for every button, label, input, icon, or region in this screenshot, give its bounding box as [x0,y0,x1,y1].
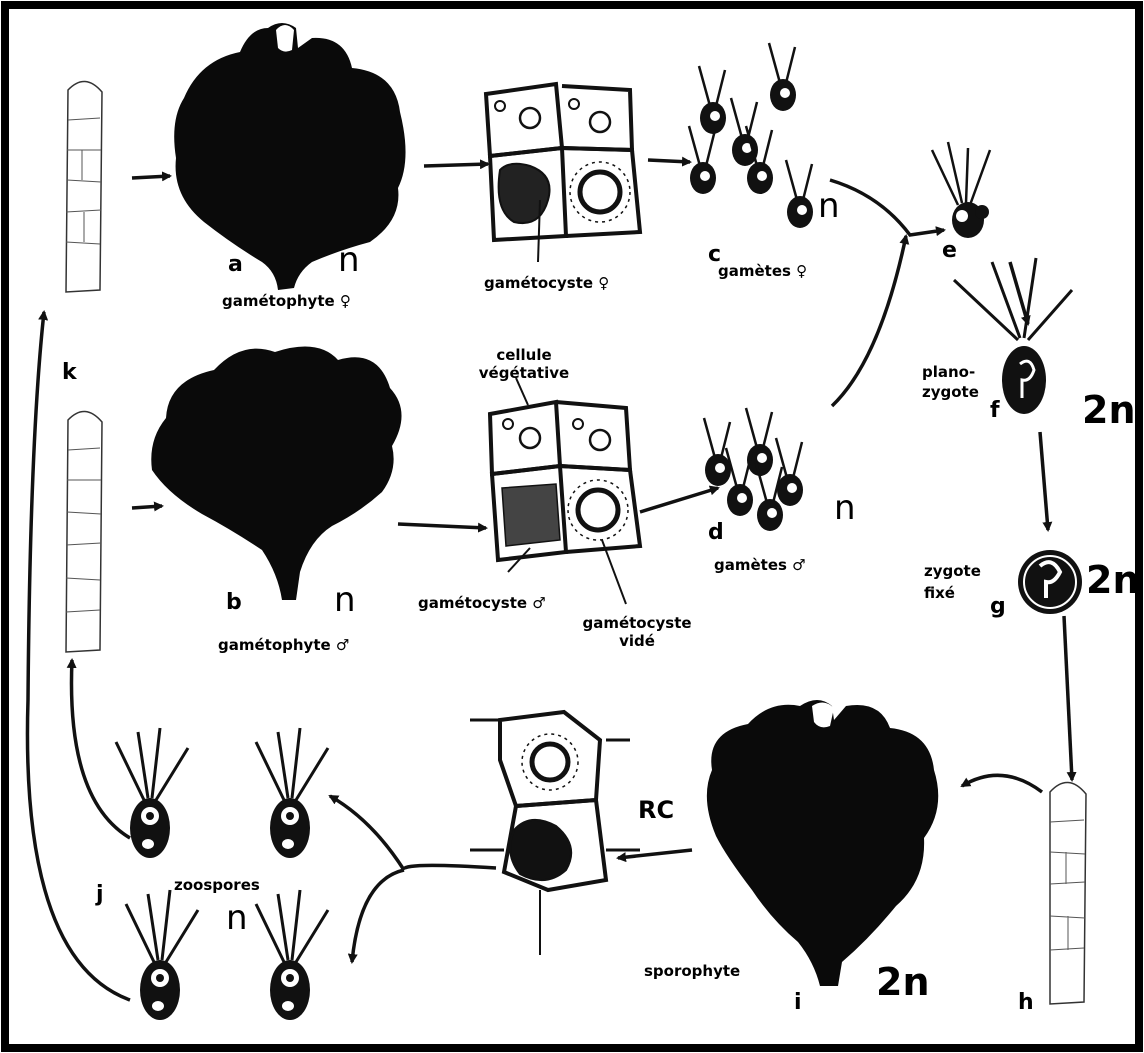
ploidy-gametophyte-male: n [334,580,356,620]
gametophyte-male-b [151,347,401,600]
caption-gametes-male: gamètes ♂ [714,556,806,574]
label-e: e [942,238,957,263]
caption-gametophyte-female: gamétophyte ♀ [222,292,351,310]
caption-vegetative-cell: cellule végétative [474,346,574,382]
sporophyte-i [707,700,938,986]
filament-k-middle [66,411,102,652]
caption-zygote-fixed-line1: zygote [924,560,981,582]
fixed-zygote-g [1018,550,1082,614]
gamete-fusion-e [932,142,990,238]
caption-planozygote-line2: zygote [922,382,979,402]
ploidy-gametes-female: n [818,186,840,226]
ploidy-gametophyte-female: n [338,240,360,280]
caption-planozygote: plano- zygote [922,362,979,402]
label-j: j [96,882,104,907]
caption-planozygote-line1: plano- [922,362,979,382]
caption-gametocyst-male: gamétocyste ♂ [418,594,546,612]
caption-gametocyst-emptied-line2: vidé [572,632,702,650]
male-gametes-d [704,408,803,531]
sporocyst-cluster [470,712,640,955]
gametophyte-female-notch [276,25,294,52]
caption-sporophyte: sporophyte [644,962,740,980]
gametocyst-cluster-female [486,84,640,262]
label-f: f [990,398,1000,423]
label-rc: RC [638,796,674,824]
filament-h [1050,782,1086,1004]
caption-zygote-fixed-line2: fixé [924,582,981,604]
label-i: i [794,990,802,1015]
label-k: k [62,360,77,385]
caption-gametophyte-male: gamétophyte ♂ [218,636,349,654]
gametophyte-female-a [174,23,405,290]
caption-gametocyst-emptied: gamétocyste vidé [572,614,702,650]
ploidy-zoospores: n [226,898,248,938]
gametocyst-cluster-male [490,378,640,604]
ploidy-gametes-male: n [834,488,856,528]
caption-zoospores: zoospores [174,876,260,894]
label-h: h [1018,990,1034,1015]
ploidy-planozygote: 2n [1082,388,1136,432]
caption-gametocyst-female: gamétocyste ♀ [484,274,609,292]
filament-k-top [66,81,102,292]
ploidy-zygote: 2n [1086,558,1140,602]
label-a: a [228,252,243,277]
caption-gametes-female: gamètes ♀ [718,262,807,280]
caption-vegetative-cell-line1: cellule [474,346,574,364]
caption-vegetative-cell-line2: végétative [474,364,574,382]
caption-gametocyst-emptied-line1: gamétocyste [572,614,702,632]
female-gametes-c [689,43,813,228]
zoospores-j [116,728,328,1020]
ploidy-sporophyte: 2n [876,960,930,1004]
label-d: d [708,520,724,545]
label-b: b [226,590,242,615]
caption-zygote-fixed: zygote fixé [924,560,981,604]
label-g: g [990,594,1006,619]
